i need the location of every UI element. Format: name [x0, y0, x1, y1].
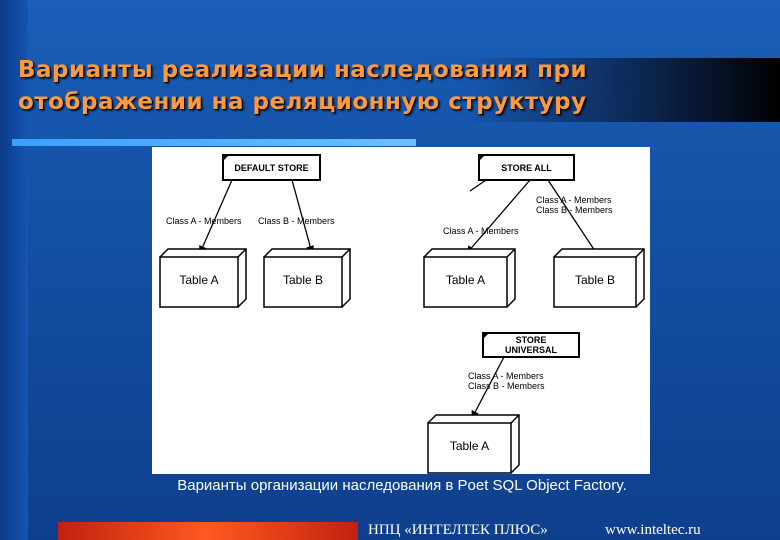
store-all-label: STORE ALL [501, 163, 552, 173]
universal-label-1: Class A - Members [468, 371, 544, 381]
arrow-store-all-to-table-b [547, 179, 600, 258]
arrow-default-to-table-b [291, 179, 315, 254]
title-line-2: отображении на реляционную структуру [18, 89, 587, 115]
arrow-universal-to-table-a [471, 356, 505, 419]
store-all-label-right-2: Class B - Members [536, 205, 613, 215]
default-table-b: Table B [263, 248, 351, 308]
title-line-1: Варианты реализации наследования при [18, 57, 588, 83]
store-all-table-b: Table B [553, 248, 645, 308]
store-universal-box: STORE UNIVERSAL [482, 332, 580, 358]
accent-line [12, 139, 416, 146]
store-all-table-b-label: Table B [575, 273, 615, 287]
default-store-box: DEFAULT STORE [222, 154, 321, 181]
universal-label-2: Class B - Members [468, 381, 545, 391]
store-all-label-left: Class A - Members [443, 226, 519, 236]
inheritance-diagram: DEFAULT STORE Class A - Members Class B … [152, 147, 650, 474]
default-arrow-label-b: Class B - Members [258, 216, 335, 226]
store-universal-label-2: UNIVERSAL [505, 345, 558, 355]
title-band [0, 58, 780, 122]
default-table-b-label: Table B [283, 273, 323, 287]
store-all-box: STORE ALL [478, 154, 575, 181]
store-all-table-a: Table A [423, 248, 516, 308]
footer-company: НПЦ «ИНТЕЛТЕК ПЛЮС» [368, 522, 548, 538]
diagram-svg: DEFAULT STORE Class A - Members Class B … [159, 154, 645, 474]
universal-table-a: Table A [427, 414, 520, 474]
default-store-label: DEFAULT STORE [234, 163, 308, 173]
arrow-store-all-to-table-a [466, 179, 531, 254]
store-universal-label-1: STORE [516, 335, 547, 345]
store-all-arrow-stub [469, 179, 487, 192]
bottom-accent-bar [58, 522, 358, 540]
slide-title: Варианты реализации наследования при ото… [18, 54, 758, 118]
figure-caption: Варианты организации наследования в Poet… [177, 477, 627, 494]
universal-table-a-label: Table A [450, 439, 489, 453]
store-all-label-right-1: Class A - Members [536, 195, 612, 205]
footer-url[interactable]: www.inteltec.ru [605, 522, 701, 538]
default-table-a-label: Table A [179, 273, 218, 287]
store-all-table-a-label: Table A [446, 273, 485, 287]
default-table-a: Table A [159, 248, 247, 308]
default-arrow-label-a: Class A - Members [166, 216, 242, 226]
arrow-default-to-table-a [199, 179, 233, 254]
